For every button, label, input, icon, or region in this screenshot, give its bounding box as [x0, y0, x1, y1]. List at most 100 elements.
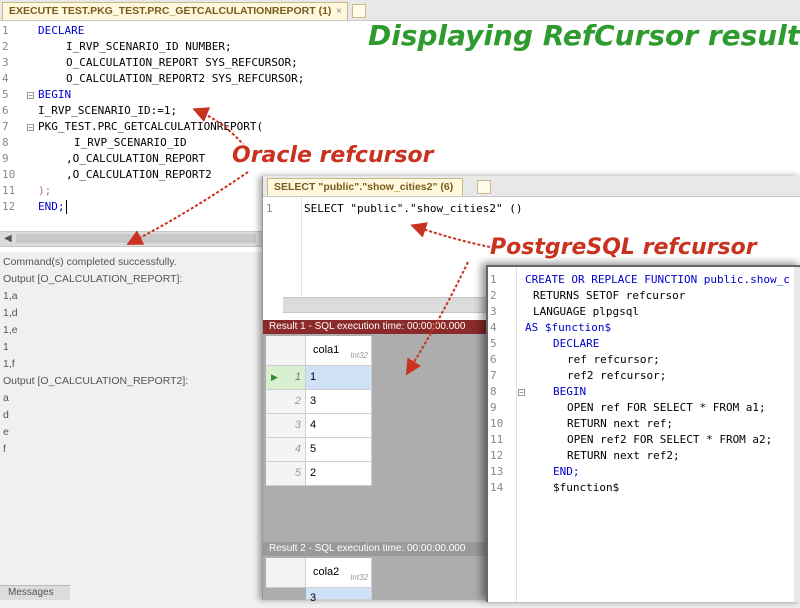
- line-number: 8: [2, 136, 9, 149]
- line-number: 1: [490, 273, 497, 286]
- oracle-tab-title: EXECUTE TEST.PKG_TEST.PRC_GETCALCULATION…: [9, 5, 332, 17]
- line-number: 6: [2, 104, 9, 117]
- postgres-annotation: PostgreSQL refcursor: [490, 235, 757, 260]
- line-number: 7: [2, 120, 9, 133]
- code-line: OPEN ref FOR SELECT * FROM a1;: [567, 401, 766, 414]
- code-line: END;: [553, 465, 580, 478]
- grid-corner: [266, 336, 306, 366]
- code-line: RETURN next ref2;: [567, 449, 680, 462]
- message-line: 1,d: [3, 307, 18, 319]
- row-header[interactable]: 3: [266, 414, 306, 438]
- line-number: 7: [490, 369, 497, 382]
- row-header[interactable]: 5: [266, 462, 306, 486]
- line-number: 10: [2, 168, 16, 181]
- grid-corner: [266, 558, 306, 588]
- message-line: 1: [3, 341, 9, 353]
- line-number: 5: [490, 337, 497, 350]
- code-line: ref2 refcursor;: [567, 369, 667, 382]
- line-number: 5: [2, 88, 9, 101]
- column-name: cola2: [313, 566, 340, 578]
- message-line: a: [3, 392, 9, 404]
- message-line: 1,e: [3, 324, 18, 336]
- row-header[interactable]: 4: [266, 438, 306, 462]
- line-number: 11: [490, 433, 504, 446]
- line-number: 13: [490, 465, 504, 478]
- oracle-tab-bar: EXECUTE TEST.PKG_TEST.PRC_GETCALCULATION…: [0, 0, 800, 21]
- scrollbar-thumb[interactable]: [16, 234, 256, 243]
- line-number: 12: [490, 449, 504, 462]
- code-line: I_RVP_SCENARIO_ID: [74, 136, 187, 149]
- oracle-query-tab[interactable]: EXECUTE TEST.PKG_TEST.PRC_GETCALCULATION…: [2, 2, 348, 20]
- column-type: Int32: [350, 351, 368, 360]
- code-line: OPEN ref2 FOR SELECT * FROM a2;: [567, 433, 773, 446]
- fold-toggle-icon[interactable]: −: [27, 123, 34, 132]
- result2-grid: cola2 Int32 3: [263, 556, 487, 604]
- code-line: PKG_TEST.PRC_GETCALCULATIONREPORT(: [38, 120, 264, 133]
- close-icon[interactable]: ×: [335, 5, 342, 17]
- line-number: 14: [490, 481, 504, 494]
- row-header[interactable]: ▶1: [266, 366, 306, 390]
- code-line: DECLARE: [38, 24, 85, 37]
- row-header[interactable]: 2: [266, 390, 306, 414]
- gutter-divider: [301, 198, 302, 296]
- code-line: ,O_CALCULATION_REPORT: [66, 152, 206, 165]
- text-cursor: [66, 200, 67, 214]
- oracle-horizontal-scrollbar[interactable]: ◀: [0, 231, 262, 247]
- code-line: $function$: [553, 481, 620, 494]
- column-type: Int32: [350, 573, 368, 582]
- scroll-left-icon[interactable]: ◀: [4, 233, 12, 244]
- new-tab-button[interactable]: [477, 180, 491, 194]
- grid-cell[interactable]: 5: [306, 438, 372, 462]
- vertical-scrollbar[interactable]: [794, 267, 800, 602]
- result1-header: Result 1 - SQL execution time: 00:00:00.…: [263, 320, 487, 334]
- line-number: 4: [2, 72, 9, 85]
- message-line: d: [3, 409, 9, 421]
- code-line: I_RVP_SCENARIO_ID:=1;: [38, 104, 178, 117]
- grid-cell[interactable]: 4: [306, 414, 372, 438]
- grid-cell[interactable]: 3: [306, 588, 372, 604]
- fold-toggle-icon[interactable]: −: [518, 388, 525, 397]
- line-number: 9: [490, 401, 497, 414]
- line-number: 1: [2, 24, 9, 37]
- code-line: RETURN next ref;: [567, 417, 673, 430]
- messages-tab[interactable]: Messages: [0, 585, 70, 600]
- line-number: 10: [490, 417, 504, 430]
- code-line: CREATE OR REPLACE FUNCTION public.show_c: [525, 273, 790, 286]
- code-line: LANGUAGE plpgsql: [533, 305, 639, 318]
- message-line: e: [3, 426, 9, 438]
- line-number: 9: [2, 152, 9, 165]
- message-line: Command(s) completed successfully.: [3, 256, 177, 268]
- result1-column-header[interactable]: cola1 Int32: [306, 336, 372, 366]
- gutter-divider: [516, 267, 517, 602]
- line-number: 2: [2, 40, 9, 53]
- result1-grid: cola1 Int32 ▶1 1 2 3 3 4 4 5 5 2: [263, 334, 487, 542]
- code-line: RETURNS SETOF refcursor: [533, 289, 686, 302]
- result2-column-header[interactable]: cola2 Int32: [306, 558, 372, 588]
- function-source-window: − 1 2 3 4 5 6 7 8 9 10 11 12 13 14 CREAT…: [486, 265, 800, 602]
- line-number: 4: [490, 321, 497, 334]
- code-line: O_CALCULATION_REPORT2 SYS_REFCURSOR;: [66, 72, 305, 85]
- new-tab-button[interactable]: [352, 4, 366, 18]
- code-line: END;: [38, 200, 65, 213]
- oracle-messages-pane: Command(s) completed successfully. Outpu…: [0, 252, 262, 600]
- message-line: Output [O_CALCULATION_REPORT2]:: [3, 375, 189, 387]
- code-line: BEGIN: [553, 385, 587, 398]
- postgres-query-tab[interactable]: SELECT "public"."show_cities2" (6): [267, 178, 463, 196]
- line-number: 12: [2, 200, 16, 213]
- code-line: BEGIN: [38, 88, 72, 101]
- grid-cell[interactable]: 2: [306, 462, 372, 486]
- line-number: 1: [266, 202, 273, 215]
- grid-cell[interactable]: 1: [306, 366, 372, 390]
- code-line: I_RVP_SCENARIO_ID NUMBER;: [66, 40, 232, 53]
- fold-toggle-icon[interactable]: −: [27, 91, 34, 100]
- message-line: f: [3, 443, 6, 455]
- headline: Displaying RefCursor results: [368, 19, 800, 52]
- column-name: cola1: [313, 344, 340, 356]
- grid-cell[interactable]: 3: [306, 390, 372, 414]
- oracle-annotation: Oracle refcursor: [232, 143, 434, 168]
- code-line: ref refcursor;: [567, 353, 660, 366]
- postgres-query-text[interactable]: SELECT "public"."show_cities2" (): [304, 202, 523, 215]
- result2-header: Result 2 - SQL execution time: 00:00:00.…: [263, 542, 487, 556]
- postgres-horizontal-scrollbar[interactable]: [283, 297, 493, 313]
- line-number: 2: [490, 289, 497, 302]
